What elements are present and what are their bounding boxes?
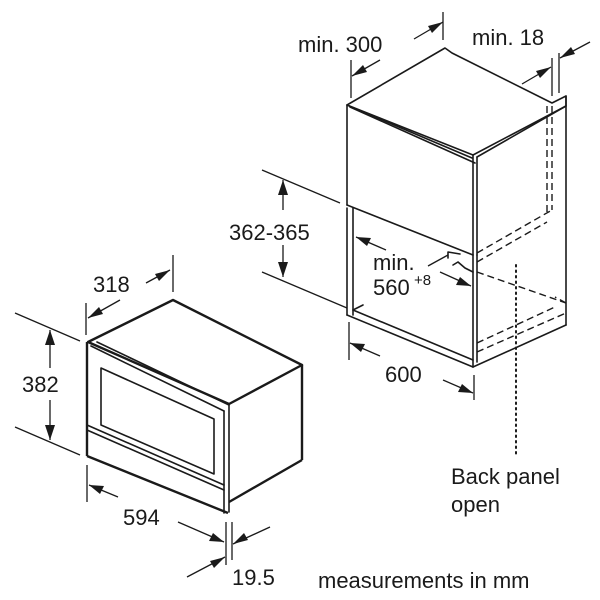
- dim-niche-width: min. 560 +8: [355, 236, 472, 300]
- label-appliance-width: 594: [123, 505, 160, 530]
- label-back-panel-open: open: [451, 492, 500, 517]
- dim-cabinet-width: 600: [348, 322, 475, 400]
- label-appliance-depth: 318: [93, 272, 130, 297]
- label-back-panel: Back panel: [451, 464, 560, 489]
- label-front-thickness: 19.5: [232, 565, 275, 590]
- cabinet-drawing: [346, 47, 567, 456]
- dim-cabinet-depth: min. 300: [298, 12, 444, 98]
- dim-appliance-height: 382: [14, 312, 81, 456]
- appliance-drawing: [85, 298, 304, 515]
- dim-niche-height: 362-365: [229, 169, 348, 309]
- label-cabinet-depth: min. 300: [298, 32, 382, 57]
- label-niche-height: 362-365: [229, 220, 310, 245]
- dim-appliance-width: 594: [86, 465, 225, 543]
- label-cabinet-width: 600: [385, 362, 422, 387]
- dim-front-thickness: 19.5: [186, 522, 275, 590]
- label-side-panel: min. 18: [472, 25, 544, 50]
- dim-appliance-depth: 318: [85, 255, 174, 335]
- label-niche-width-min: min.: [373, 250, 415, 275]
- label-niche-width-tolerance: +8: [414, 272, 431, 289]
- label-appliance-height: 382: [22, 372, 59, 397]
- dim-side-panel: min. 18: [472, 25, 591, 96]
- label-niche-width-value: 560: [373, 275, 410, 300]
- units-note: measurements in mm: [318, 568, 530, 593]
